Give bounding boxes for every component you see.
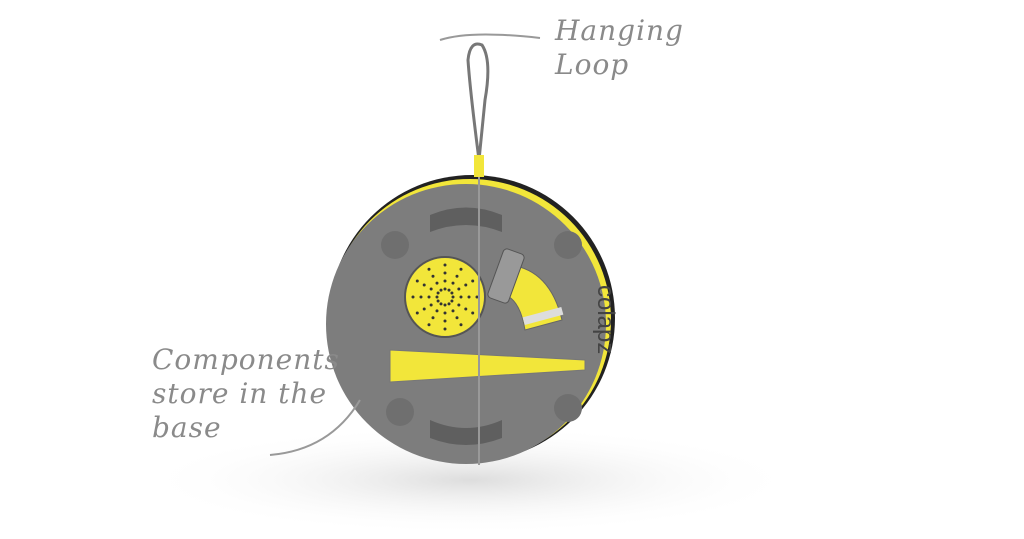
rose-hole	[429, 287, 433, 291]
rose-hole	[422, 307, 426, 311]
rose-hole	[439, 288, 443, 292]
rose-hole	[471, 311, 475, 315]
rose-hole	[443, 303, 447, 307]
annotation-line: base	[152, 411, 222, 444]
annotation-line: Hanging	[555, 14, 684, 47]
rose-hole	[455, 274, 459, 278]
rose-hole	[435, 295, 439, 299]
rose-hole	[447, 288, 451, 292]
rose-hole	[459, 267, 463, 271]
elbow-band	[522, 306, 564, 326]
rose-hole	[464, 283, 468, 287]
rose-hole	[443, 311, 447, 315]
knob	[554, 231, 582, 259]
rose-hole	[443, 327, 447, 331]
rose-hole	[429, 303, 433, 307]
rose-hole	[431, 274, 435, 278]
rose-hole	[457, 303, 461, 307]
rose-hole	[443, 263, 447, 267]
rose-hole	[411, 295, 415, 299]
rose-hole	[435, 281, 439, 285]
hanging-loop-annotation: Hanging Loop	[555, 14, 684, 82]
rose-hole	[431, 316, 435, 320]
rose-hole	[415, 311, 419, 315]
rose-hole	[436, 291, 440, 295]
rose-hole	[459, 295, 463, 299]
rose-hole	[475, 295, 479, 299]
rose-hole	[451, 281, 455, 285]
rose-holes	[411, 263, 479, 331]
rose-hole	[427, 323, 431, 327]
rose-hole	[443, 287, 447, 291]
arrow-loop	[439, 33, 541, 41]
brand-logo: colapz	[592, 285, 619, 354]
spout	[389, 349, 586, 383]
watering-rose	[404, 256, 486, 338]
elbow-nut	[487, 248, 525, 304]
knob	[381, 231, 409, 259]
rose-hole	[443, 271, 447, 275]
rose-hole	[467, 295, 471, 299]
loop-clip	[474, 155, 484, 177]
rose-hole	[455, 316, 459, 320]
rose-hole	[450, 291, 454, 295]
components-annotation: Components store in the base	[152, 343, 340, 445]
arrow-components	[269, 399, 361, 456]
top-slot	[430, 207, 502, 232]
rose-hole	[451, 295, 455, 299]
floor-shadow	[140, 425, 800, 535]
rose-hole	[443, 279, 447, 283]
rose-hole	[471, 279, 475, 283]
rose-hole	[436, 299, 440, 303]
rose-hole	[419, 295, 423, 299]
annotation-line: Loop	[555, 48, 630, 81]
rose-hole	[435, 309, 439, 313]
rose-hole	[459, 323, 463, 327]
knob	[386, 398, 414, 426]
knob	[554, 394, 582, 422]
rose-hole	[415, 279, 419, 283]
hanging-loop	[466, 42, 490, 161]
rose-hole	[450, 299, 454, 303]
rose-hole	[427, 295, 431, 299]
rose-hole	[422, 283, 426, 287]
rose-hole	[427, 267, 431, 271]
rose-hole	[439, 302, 443, 306]
rose-hole	[447, 302, 451, 306]
rose-hole	[451, 309, 455, 313]
annotation-line: Components	[152, 343, 340, 376]
bottom-slot	[430, 420, 502, 445]
rose-hole	[464, 307, 468, 311]
rose-hole	[443, 319, 447, 323]
annotation-line: store in the	[152, 377, 328, 410]
rose-hole	[457, 287, 461, 291]
